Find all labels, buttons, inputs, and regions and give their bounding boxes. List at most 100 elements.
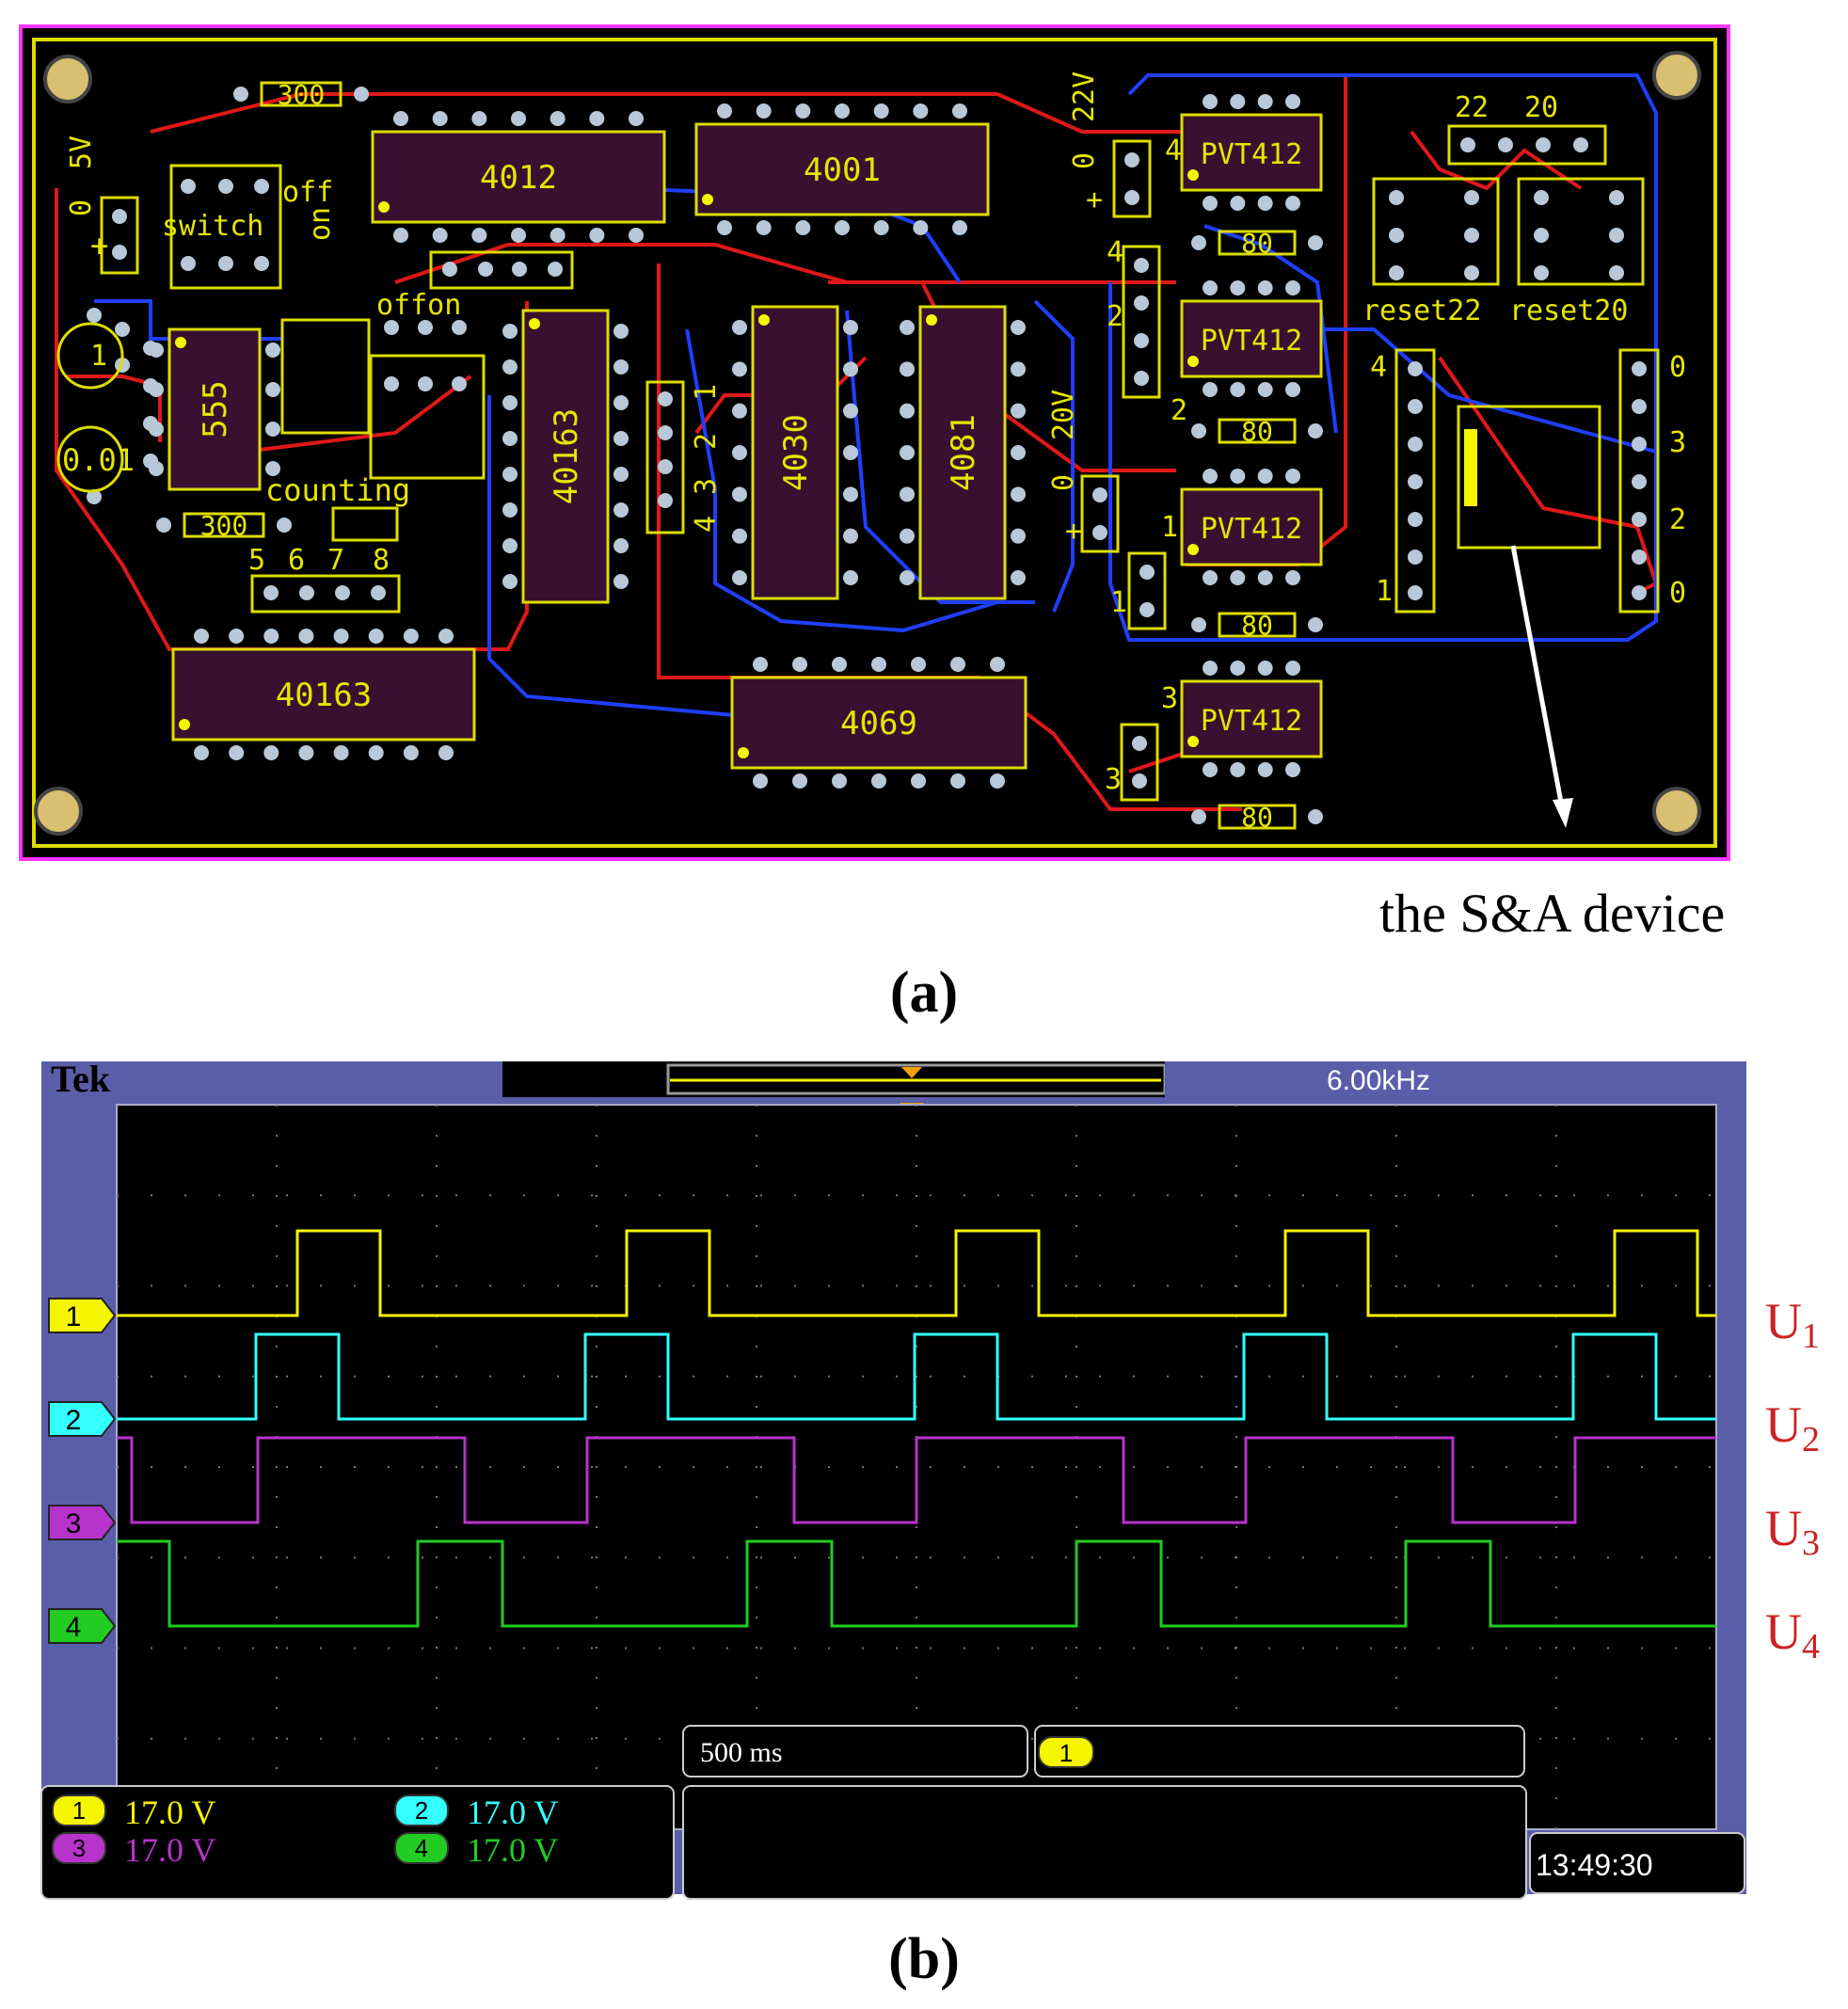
ic-pin [732,445,747,460]
ic-chip: PVT412 [1180,661,1323,777]
pad [478,262,493,277]
resistor-body [1218,230,1297,256]
ic-label: 4001 [804,151,881,189]
pad [1124,190,1139,205]
ic-pin [1285,570,1300,585]
ic-pin [792,657,807,672]
pad [1408,512,1423,527]
ic-pin [613,574,629,589]
pad [218,256,233,271]
pad [115,322,130,337]
ic-label: 4069 [840,705,917,742]
ic-pin [732,528,747,544]
pad [1460,137,1475,152]
pcb-text-label: 2 [1171,394,1187,427]
channel-marker-label: 1 [66,1301,82,1332]
pad [1609,190,1624,205]
pad [1408,474,1423,489]
pad [512,262,527,277]
ic-pin [990,773,1005,789]
pad [112,245,127,260]
device-arrow-head [1553,798,1573,828]
pad [254,256,269,271]
ic-pin [732,361,747,377]
pad [1139,602,1155,617]
ic-chip: 555 [149,327,280,491]
ic-body [751,305,839,600]
channel-marker-label: 3 [66,1508,82,1539]
pad [1389,228,1404,243]
ic-pin [911,657,926,672]
ic-pin [1285,280,1300,295]
pad [442,262,457,277]
ic-pin [843,486,858,502]
resistor-pin [156,518,171,533]
ic-pin [900,570,915,585]
u-label-subscript: 2 [1802,1420,1820,1459]
pad [418,320,433,335]
ic-pin [873,104,889,119]
ic-chip: PVT412 [1180,469,1323,585]
pad [335,585,350,600]
ic-pin [1230,196,1246,211]
ic-body [167,327,262,491]
resistor-label: 80 [1241,610,1273,641]
ic-pin [1257,382,1273,397]
ic-pin [471,111,487,126]
pcb-headers [100,124,1660,802]
device-annotation: the S&A device [1379,883,1725,944]
center-info-box [682,1785,1527,1900]
pad [1534,190,1549,205]
timestamp-box [1529,1832,1745,1894]
ic-pin [629,228,644,243]
mounting-holes [34,51,1701,836]
u-label-3: U3 [1765,1500,1820,1563]
pad [1464,228,1479,243]
ic-pin [1230,570,1246,585]
ic-pin [502,574,518,589]
ic-pin [613,538,629,553]
scale-badge-3 [52,1832,106,1864]
ic-pin [792,773,807,789]
ic-pin [843,570,858,585]
ic-pin [1285,762,1300,777]
pcb-slot [1464,429,1477,506]
trigger-box [1034,1725,1525,1778]
ic-pin [843,361,858,377]
resistor-pin [1191,235,1206,250]
ic-pin [502,502,518,518]
ic-pin [1203,469,1218,484]
pcb-text-label: 0 [65,199,98,216]
pcb-text-label: 8 [373,544,390,577]
trace-ch4 [117,1539,1716,1628]
scale-readout-2: 17.0 V [467,1794,558,1831]
pin1-dot [738,747,749,758]
ic-pin [1011,403,1026,419]
resistor-label: 80 [1241,802,1273,833]
ic-pin [393,111,408,126]
ic-pin [717,104,732,119]
ic-pin [298,629,314,644]
pin1-dot [1187,356,1199,367]
ic-label: PVT412 [1201,325,1302,358]
resistor-pin [233,87,248,102]
pcb-text-label: 2 [690,433,723,450]
ic-pin [1203,661,1218,676]
channel-marker-1 [48,1298,117,1333]
pcb-text-label: 5 [248,544,265,577]
trace-ch3 [117,1436,1716,1524]
ic-label: 555 [197,380,234,438]
pcb-text-label: 20V [1047,390,1080,440]
ic-pin [403,745,419,760]
ic-chip: 4030 [732,305,858,600]
ic-pin [1203,196,1218,211]
ic-pin [950,773,965,789]
resistor: 300 [156,510,292,541]
pad [254,179,269,194]
pad [1132,736,1147,751]
pin1-dot [926,314,937,326]
scope-freq-bar [1165,1061,1635,1097]
pcb-text-label: 5V [65,136,98,169]
resistor: 300 [233,79,369,110]
